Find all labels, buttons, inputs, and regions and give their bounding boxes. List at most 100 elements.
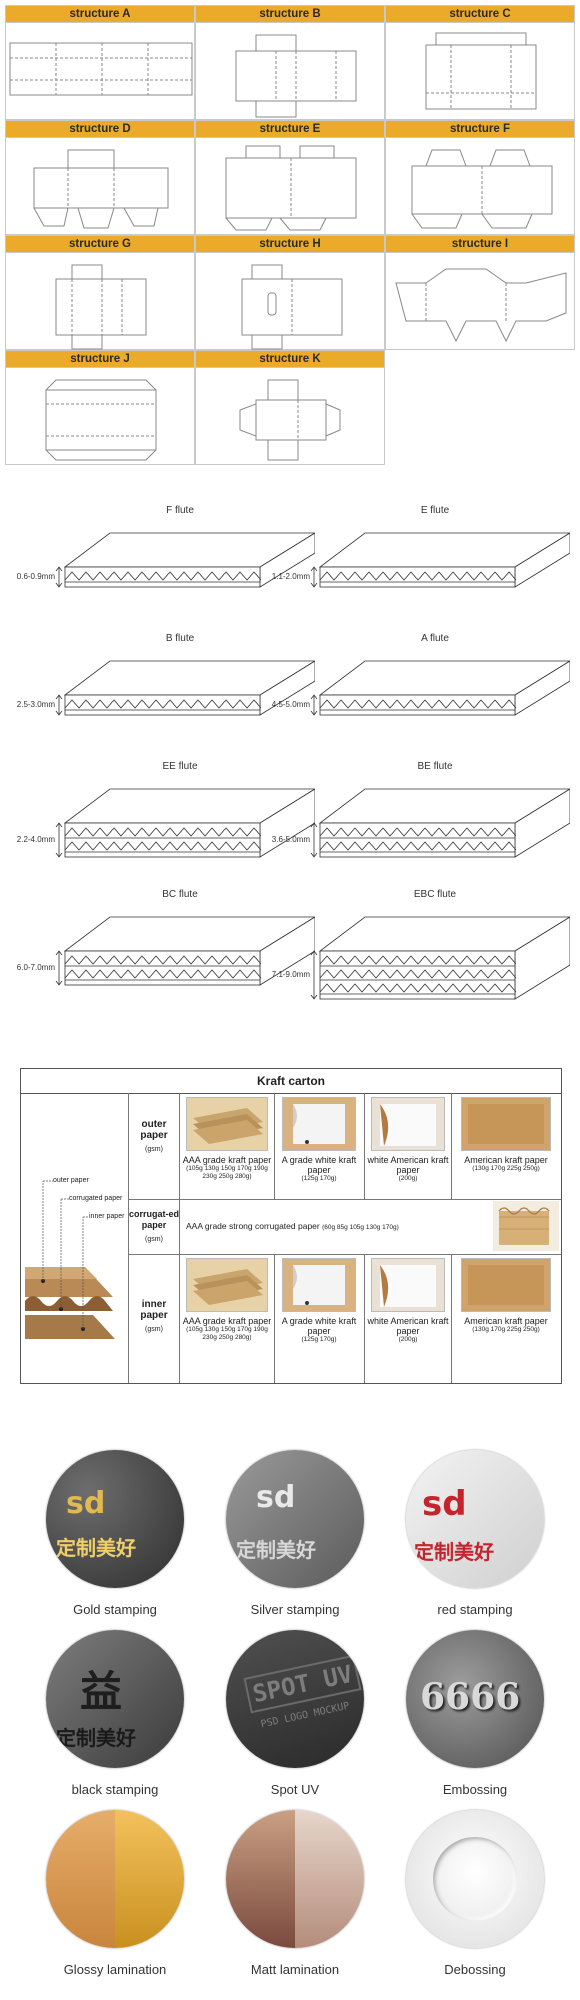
- outer-paper-1: AAA grade kraft paper(105g 130g 150g 170…: [181, 1097, 273, 1181]
- finish-label: Spot UV: [270, 1782, 320, 1797]
- structure-card-h: structure H: [195, 235, 385, 350]
- kraft-carton-table: Kraft carton outer paper corrugated pape…: [20, 1068, 562, 1384]
- paper-name: American kraft paper: [464, 1155, 548, 1165]
- paper-name: A grade white kraft paper: [281, 1155, 357, 1175]
- flute-name: EE flute: [162, 761, 198, 772]
- paper-grams: (125g 170g): [301, 1175, 337, 1182]
- finish-label: Silver stamping: [250, 1602, 340, 1617]
- paper-name: AAA grade kraft paper: [182, 1316, 272, 1326]
- finish-label: Matt lamination: [250, 1962, 340, 1977]
- structure-card-i: structure I: [385, 235, 575, 350]
- structure-card-c: structure C: [385, 5, 575, 120]
- flute-thickness: 3.6-5.0mm: [271, 835, 310, 844]
- dieline-drawing: [425, 32, 537, 110]
- structure-label: structure B: [196, 6, 384, 23]
- paper-swatch-image: [461, 1258, 551, 1312]
- flute-name: A flute: [421, 633, 449, 644]
- structure-card-a: structure A: [5, 5, 195, 120]
- flute-thickness: 6.0-7.0mm: [16, 963, 55, 972]
- finish-label: Gold stamping: [73, 1602, 157, 1617]
- flute-name: F flute: [166, 505, 194, 516]
- paper-name: white American kraft paper: [367, 1155, 449, 1175]
- structure-card-b: structure B: [195, 5, 385, 120]
- flute-board-drawing: [310, 660, 570, 716]
- flute-name: B flute: [165, 633, 195, 644]
- paper-name: white American kraft paper: [367, 1316, 449, 1336]
- finish-label: red stamping: [437, 1602, 513, 1617]
- corrugated-desc: AAA grade strong corrugated paper (60g 8…: [186, 1221, 399, 1231]
- flute-board-drawing: [310, 916, 570, 1000]
- structure-card-j: structure J: [5, 350, 195, 465]
- diagram-label-corrugated: corrugated paper: [69, 1195, 123, 1202]
- finish-label: Glossy lamination: [63, 1962, 167, 1977]
- flute-card: BC flute 6.0-7.0mm: [17, 889, 315, 1009]
- paper-grams: (200g): [398, 1175, 418, 1182]
- paper-swatch-image: [371, 1258, 445, 1312]
- structure-label: structure K: [196, 351, 384, 368]
- embossing-icon: 6666: [406, 1630, 544, 1768]
- structure-label: structure D: [6, 121, 194, 138]
- paper-grams: (105g 130g 150g 170g 190g 230g 250g 280g…: [186, 1326, 268, 1341]
- kraft-layers-diagram: [25, 1180, 115, 1339]
- flute-thickness: 2.5-3.0mm: [16, 700, 55, 709]
- dieline-drawing: [235, 34, 357, 118]
- structure-card-g: structure G: [5, 235, 195, 350]
- flute-board-drawing: [55, 532, 315, 588]
- structure-card-f: structure F: [385, 120, 575, 235]
- structure-card-k: structure K: [195, 350, 385, 465]
- finish-card: Debossing: [400, 1810, 550, 1977]
- inner-paper-1: AAA grade kraft paper(105g 130g 150g 170…: [181, 1258, 273, 1342]
- flute-board-drawing: [55, 788, 315, 858]
- glossy-lamination-icon: [46, 1810, 184, 1948]
- finish-card: Matt lamination: [220, 1810, 370, 1977]
- structure-label: structure G: [6, 236, 194, 253]
- structure-card-e: structure E: [195, 120, 385, 235]
- dieline-drawing: [239, 379, 341, 461]
- inner-paper-4: American kraft paper(130g 170g 225g 250g…: [452, 1258, 560, 1334]
- flute-thickness: 0.6-0.9mm: [16, 572, 55, 581]
- paper-swatch-image: [282, 1258, 356, 1312]
- paper-grams: (200g): [398, 1336, 418, 1343]
- paper-swatch-image: [186, 1097, 268, 1151]
- structure-label: structure C: [386, 6, 574, 23]
- flute-thickness: 7.1-9.0mm: [271, 970, 310, 979]
- debossing-icon: [406, 1810, 544, 1948]
- inner-paper-2: A grade white kraft paper(125g 170g): [275, 1258, 363, 1344]
- flute-board-drawing: [310, 788, 570, 858]
- finish-label: black stamping: [71, 1782, 159, 1797]
- structure-label: structure F: [386, 121, 574, 138]
- paper-swatch-image: [282, 1097, 356, 1151]
- finish-card: 益定制美好 black stamping: [40, 1630, 190, 1797]
- flute-card: B flute 2.5-3.0mm: [17, 633, 315, 753]
- finish-card: Glossy lamination: [40, 1810, 190, 1977]
- paper-swatch-image: [186, 1258, 268, 1312]
- dieline-drawing: [45, 379, 157, 461]
- dieline-drawing: [9, 42, 193, 96]
- paper-grams: (125g 170g): [301, 1336, 337, 1343]
- structure-label: structure H: [196, 236, 384, 253]
- outer-paper-2: A grade white kraft paper(125g 170g): [275, 1097, 363, 1183]
- dieline-drawing: [225, 145, 357, 231]
- flute-name: EBC flute: [413, 889, 457, 900]
- structure-card-d: structure D: [5, 120, 195, 235]
- flute-card: F flute 0.6-0.9mm: [17, 505, 315, 625]
- structure-label: structure I: [386, 236, 574, 253]
- dieline-drawing: [55, 264, 147, 350]
- paper-grams: (130g 170g 225g 250g): [472, 1326, 540, 1333]
- paper-name: American kraft paper: [464, 1316, 548, 1326]
- flute-name: BC flute: [162, 889, 198, 900]
- dieline-drawing: [241, 264, 343, 350]
- black-stamp-icon: 益定制美好: [46, 1630, 184, 1768]
